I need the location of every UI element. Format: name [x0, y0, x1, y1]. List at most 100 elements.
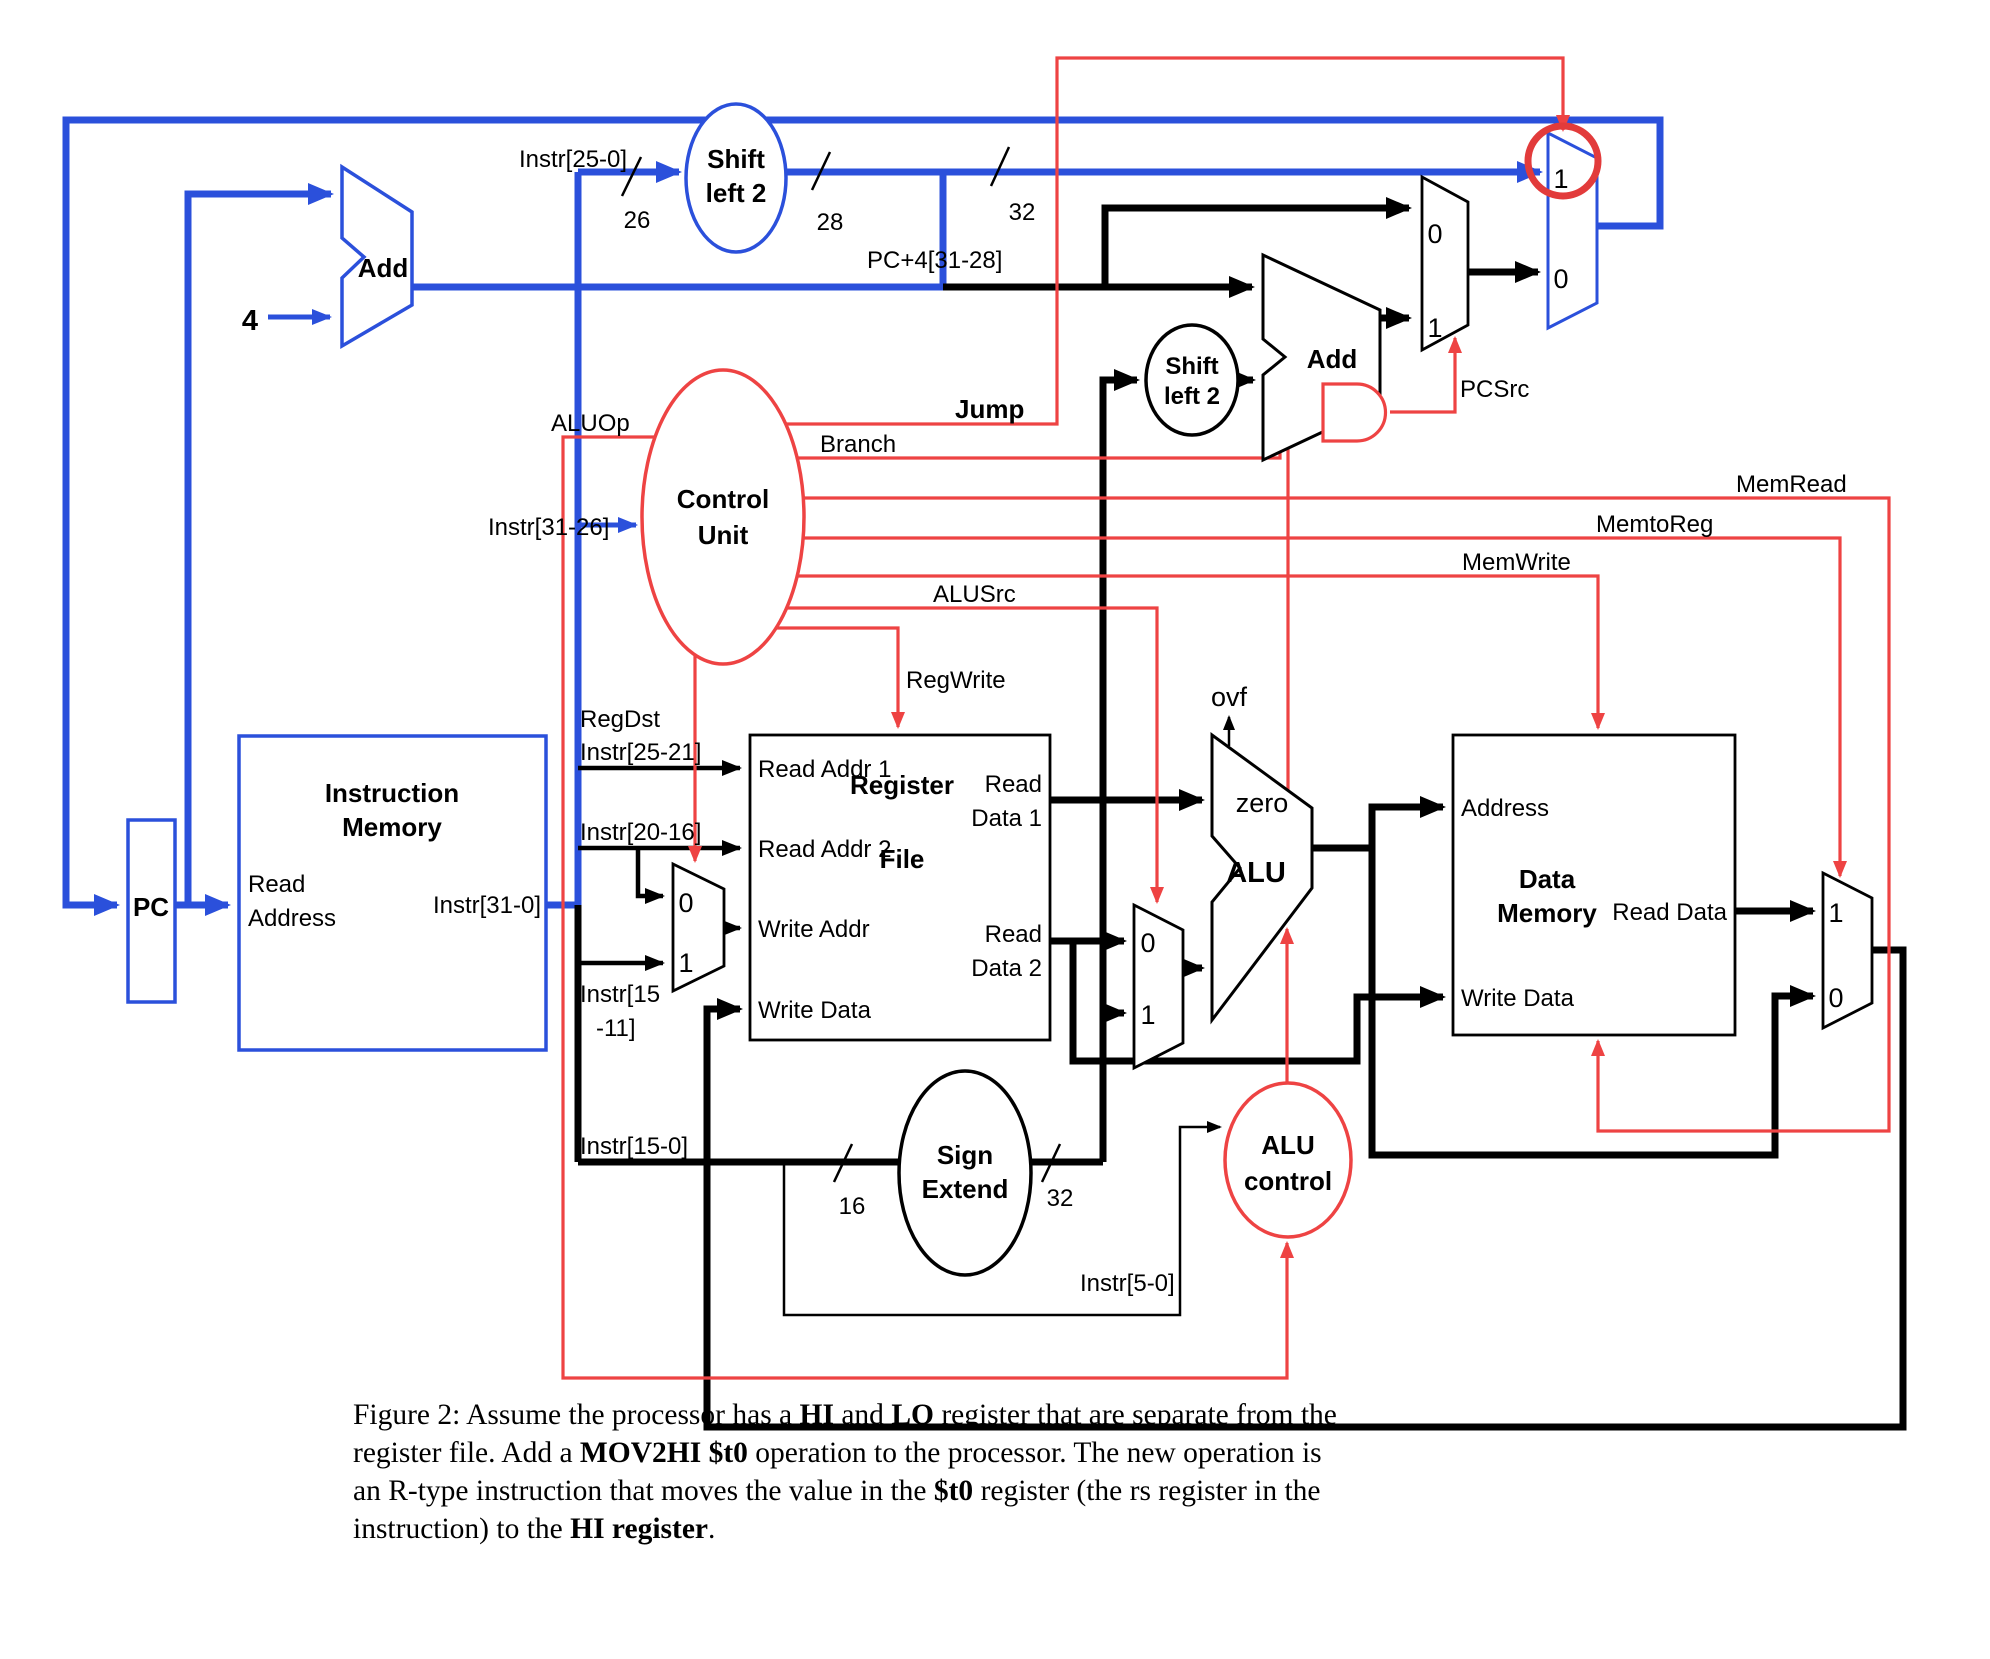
wire-instr-bus-up [574, 172, 679, 905]
regdst-mux-1: 1 [678, 948, 693, 978]
ovf-label: ovf [1211, 682, 1248, 712]
alu-shape [1210, 732, 1314, 1025]
imem-out: Instr[31-0] [433, 892, 541, 919]
branch-mux [1420, 174, 1470, 353]
rf-title-1: Register [850, 770, 954, 800]
regwrite-label: RegWrite [906, 667, 1006, 694]
highlight-circle [1524, 122, 1602, 200]
wire-pc-feedback [62, 116, 1664, 916]
wire-memtoreg [803, 536, 1847, 878]
memtoreg-label: MemtoReg [1596, 511, 1713, 538]
shift-jump-label-1: Shift [707, 144, 765, 174]
pcsrc-label: PCSrc [1460, 376, 1529, 403]
control-unit [640, 368, 806, 666]
pc-adder [340, 163, 414, 350]
imem-read: Read [248, 871, 305, 898]
imem-title-1: Instruction [325, 778, 459, 808]
wire-instr20-16-tap [635, 848, 665, 904]
wire-alu-bypass [1368, 848, 1816, 1159]
const4-label: 4 [242, 305, 258, 337]
alusrc-mux-0: 0 [1140, 928, 1155, 958]
rf-title-2: File [880, 844, 925, 874]
sign-extend [897, 1069, 1033, 1277]
alusrc-label: ALUSrc [933, 581, 1016, 608]
pc-label: PC [133, 892, 169, 922]
wire-regwrite [776, 626, 905, 729]
width-26: 26 [624, 207, 651, 234]
wire-alusrc [787, 606, 1164, 904]
shift-left2-branch [1144, 323, 1240, 437]
slash-32-top-icon [989, 146, 1011, 187]
wire-instr5-0 [782, 1121, 1222, 1317]
zero-label: zero [1236, 788, 1289, 818]
wire-imm-riser [1099, 369, 1140, 1162]
pc-adder-label: Add [358, 253, 409, 283]
branch-adder-label: Add [1307, 344, 1358, 374]
alusrc-mux-1: 1 [1140, 1000, 1155, 1030]
alu-label: ALU [1226, 857, 1286, 889]
rf-read-data2-b: Data 2 [971, 955, 1042, 982]
shift-left2-jump [684, 102, 788, 254]
jump-mux-0: 0 [1553, 264, 1568, 294]
pc4-31-28-label: PC+4[31-28] [867, 247, 1002, 274]
jump-mux [1546, 130, 1599, 331]
width-32-top: 32 [1009, 199, 1036, 226]
rf-read-data1-a: Read [985, 771, 1042, 798]
instr31-26-label: Instr[31-26] [488, 514, 609, 541]
figure-caption: Figure 2: Assume the processor has a HI … [353, 1399, 1337, 1545]
slash-28-icon [810, 151, 832, 191]
alusrc-mux [1132, 902, 1185, 1071]
memtoreg-mux [1821, 870, 1874, 1031]
dm-read-data: Read Data [1612, 899, 1727, 926]
jump-mux-1: 1 [1553, 164, 1568, 194]
branch-label: Branch [820, 431, 896, 458]
instr25-21-label: Instr[25-21] [580, 739, 701, 766]
wire-jump [786, 56, 1570, 426]
dm-write-data: Write Data [1461, 985, 1575, 1012]
control-label-1: Control [677, 484, 769, 514]
wire-memread [803, 496, 1891, 1133]
and-gate [1321, 382, 1388, 443]
jump-label: Jump [955, 394, 1024, 424]
signext-label-2: Extend [922, 1174, 1009, 1204]
branch-mux-1: 1 [1427, 313, 1442, 343]
regdst-mux-0: 0 [678, 888, 693, 918]
wire-pcsrc [1390, 336, 1462, 414]
signext-label-1: Sign [937, 1140, 993, 1170]
rf-read-data1-b: Data 1 [971, 805, 1042, 832]
rf-read-addr2: Read Addr 2 [758, 836, 891, 863]
shift-branch-label-1: Shift [1165, 353, 1218, 380]
shift-branch-label-2: left 2 [1164, 383, 1220, 410]
regdst-label: RegDst [580, 706, 660, 733]
dm-address: Address [1461, 795, 1549, 822]
instr15-11-label-2: -11] [596, 1015, 636, 1042]
slash-32-imm-icon [1040, 1143, 1062, 1183]
regdst-mux [671, 861, 726, 994]
memread-label: MemRead [1736, 471, 1847, 498]
wire-aluop [561, 435, 1294, 1380]
dm-title-1: Data [1519, 864, 1576, 894]
rf-write-data: Write Data [758, 997, 872, 1024]
width-16: 16 [839, 1193, 866, 1220]
branch-mux-0: 0 [1427, 219, 1442, 249]
memwrite-label: MemWrite [1462, 549, 1571, 576]
wire-zero [1286, 395, 1322, 790]
shift-jump-label-2: left 2 [706, 178, 767, 208]
width-28: 28 [817, 209, 844, 236]
alu-control [1223, 1081, 1353, 1239]
instr20-16-label: Instr[20-16] [580, 819, 701, 846]
wire-writeback [703, 946, 1907, 1431]
instr25-0-label: Instr[25-0] [519, 146, 627, 173]
data-memory [1451, 733, 1737, 1037]
dm-title-2: Memory [1497, 898, 1597, 928]
slash-26-icon [620, 156, 643, 197]
wire-memwrite [798, 574, 1605, 730]
width-32-imm: 32 [1047, 1185, 1074, 1212]
register-file [748, 733, 1052, 1042]
imem-title-2: Memory [342, 812, 442, 842]
aluop-label: ALUOp [551, 410, 630, 437]
wire-readdata2-to-dm [1069, 941, 1446, 1065]
rf-read-data2-a: Read [985, 921, 1042, 948]
